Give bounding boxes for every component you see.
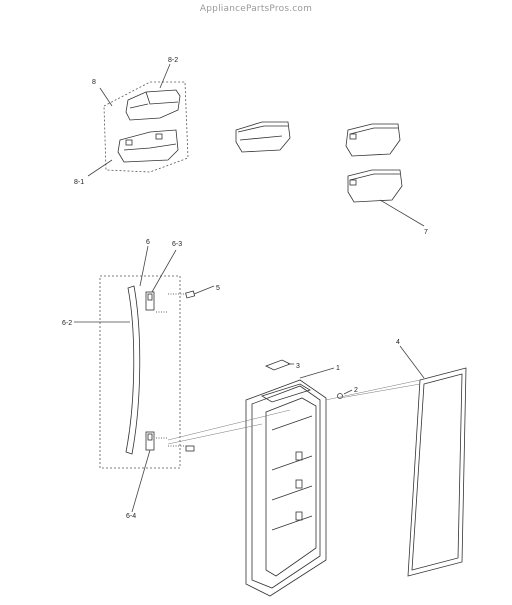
part-5-screws [168, 285, 215, 452]
callout-6-4: 6-4 [126, 513, 136, 520]
part-1-door [245, 367, 335, 597]
part-7-door-bin [347, 169, 425, 227]
assembly-8-group [87, 63, 189, 177]
callout-4: 4 [396, 339, 400, 346]
part-4-door-gasket [399, 345, 467, 577]
callout-8-1: 8-1 [74, 179, 84, 186]
part-6-4-bracket [145, 431, 168, 451]
part-8-2-cover [125, 89, 181, 121]
part-2-pin [337, 389, 353, 399]
callout-8: 8 [92, 79, 96, 86]
door-bin-center [235, 121, 291, 153]
callout-8-2: 8-2 [168, 57, 178, 64]
callout-7: 7 [424, 229, 428, 236]
callout-3: 3 [296, 363, 300, 370]
callout-6: 6 [146, 239, 150, 246]
part-3-hinge-cover [265, 359, 294, 371]
callout-6-3: 6-3 [172, 241, 182, 248]
callout-1: 1 [336, 365, 340, 372]
watermark: AppliancePartsPros.com [199, 4, 313, 14]
alignment-lines [167, 379, 421, 445]
part-8-1-bin [117, 129, 179, 163]
door-bin-upper-right [345, 123, 401, 157]
callout-2: 2 [354, 387, 358, 394]
callout-5: 5 [216, 285, 220, 292]
handle-assembly-6-group [74, 245, 181, 513]
part-6-2-handle [125, 285, 141, 455]
callout-6-2: 6-2 [62, 320, 72, 327]
part-6-3-bracket [145, 291, 168, 313]
